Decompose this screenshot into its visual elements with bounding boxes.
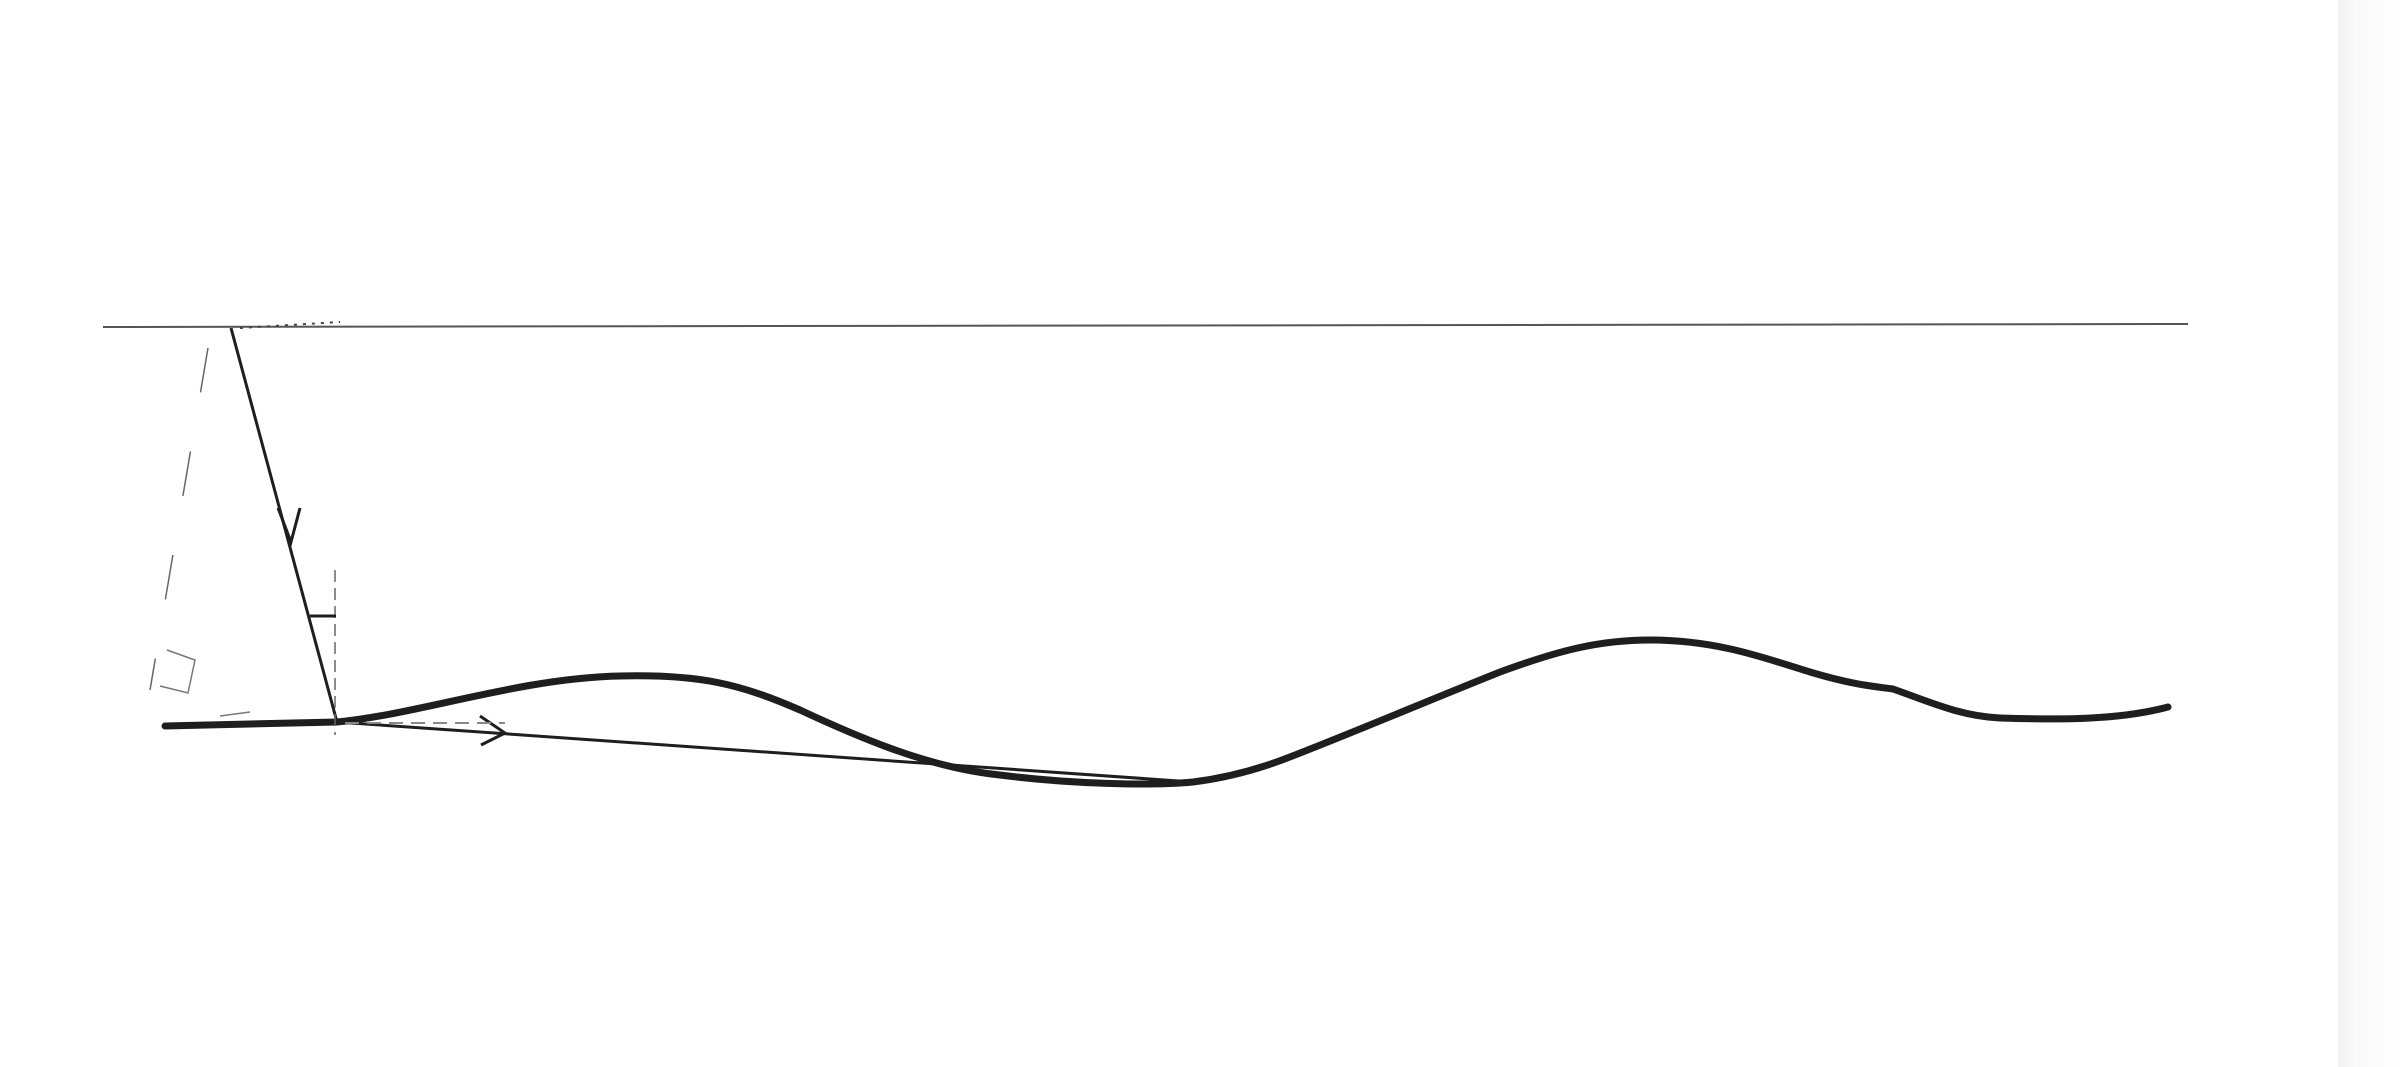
- arrowhead-a-ray: [276, 507, 302, 547]
- alpha-ab-dotted: [239, 321, 341, 329]
- ray-ry-to-px: [336, 720, 1194, 784]
- ha-dash-line: [149, 347, 209, 691]
- ground-surface-line: [102, 323, 2189, 328]
- arrowhead-ry-ray: [479, 714, 508, 747]
- irregular-interface: [161, 636, 2172, 788]
- ray-left-tail: [219, 711, 251, 717]
- right-angle-mark-left: [159, 649, 196, 694]
- page-gutter-shadow: [2338, 0, 2400, 1067]
